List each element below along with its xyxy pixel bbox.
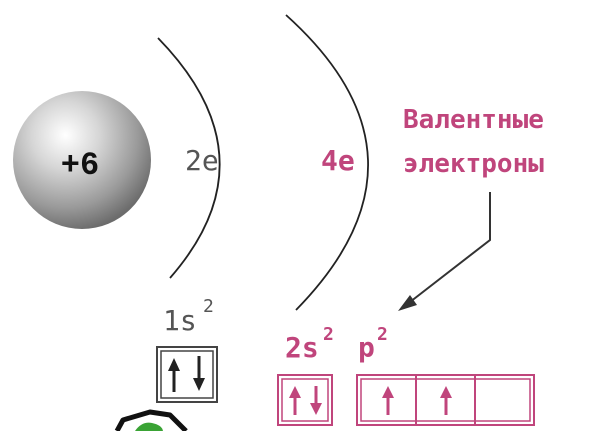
orbital-box-2s-inner <box>281 378 329 422</box>
orbital-box-1s-inner <box>160 350 214 399</box>
shell-1-arc <box>157 37 221 279</box>
partial-badge-icon <box>114 409 188 431</box>
orbital-box-1s <box>156 346 218 403</box>
orbital-1s-superscript: 2 <box>203 296 214 317</box>
shell-1-electron-count: 2e <box>185 144 219 177</box>
nucleus: +6 <box>13 91 151 229</box>
orbital-1s-name: 1s <box>163 304 197 337</box>
spin-up-arrow-icon <box>168 358 180 392</box>
orbital-box-2s <box>277 374 333 426</box>
spin-down-arrow-icon <box>193 356 205 391</box>
annotation-line-1: Валентные <box>403 105 544 135</box>
spin-up-arrow-icon <box>440 386 452 415</box>
spin-up-arrow-icon <box>289 386 301 415</box>
orbital-box-2p-inner <box>360 378 531 422</box>
orbital-label-1s: 1s 2 <box>163 296 214 337</box>
orbital-2s-superscript: 2 <box>323 324 334 345</box>
orbital-p-superscript: 2 <box>377 324 388 345</box>
shell-2-electron-count: 4e <box>321 144 355 177</box>
orbital-label-2s2p: 2s 2 p 2 <box>285 324 388 364</box>
orbital-box-1s-outer <box>156 346 218 403</box>
spin-up-arrow-icon <box>382 386 394 415</box>
orbital-box-2s-outer <box>277 374 333 426</box>
spin-down-arrow-icon <box>310 386 322 415</box>
shell-2-arc <box>285 14 369 311</box>
orbital-box-2p-group <box>356 374 535 426</box>
orbital-2s-name: 2s <box>285 331 319 364</box>
orbital-box-2p-outer <box>356 374 535 426</box>
orbital-p-name: p <box>358 331 375 364</box>
annotation-line-2: электроны <box>403 149 544 179</box>
annotation-pointer-arrow <box>398 192 491 311</box>
nucleus-sphere <box>13 91 151 229</box>
nucleus-charge: +6 <box>61 147 99 184</box>
